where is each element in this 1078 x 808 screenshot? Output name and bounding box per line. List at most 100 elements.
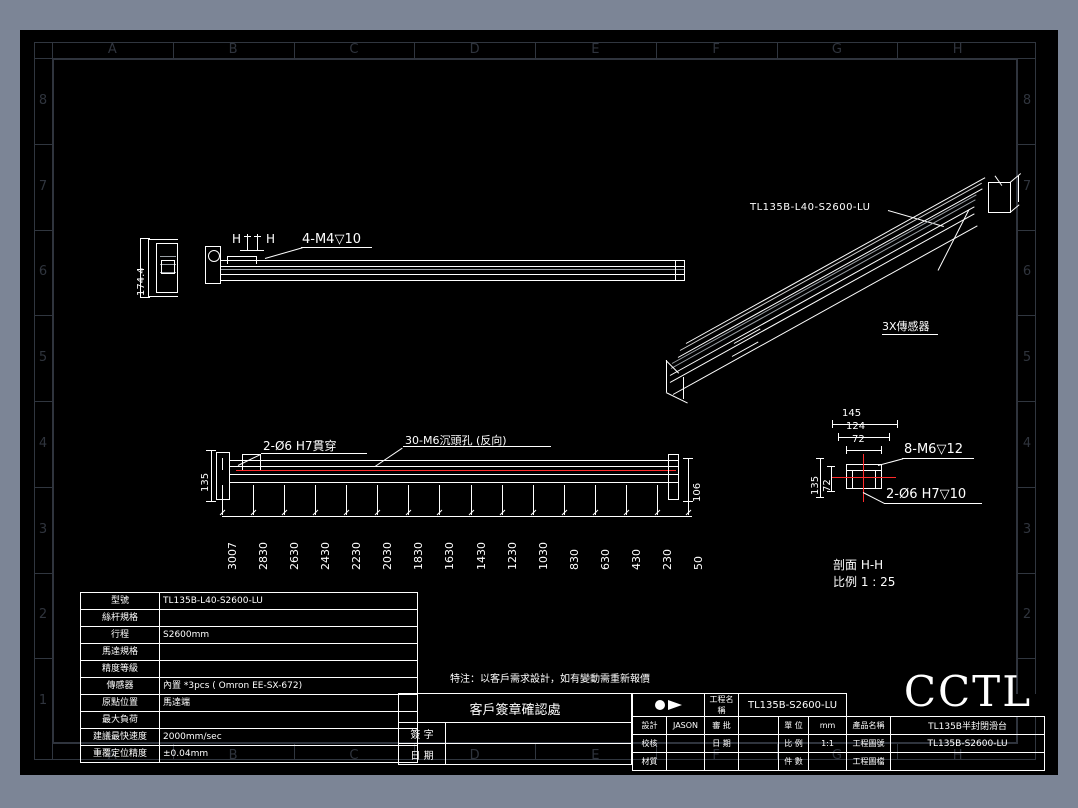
border-zone-number: 6 — [1022, 264, 1032, 280]
border-zone-number: 2 — [1022, 607, 1032, 623]
border-tick — [34, 572, 52, 574]
spec-row-value[interactable]: S2600mm — [159, 626, 418, 644]
station-dimension-label: 1630 — [443, 542, 456, 570]
special-note: 特注：以客戶需求設計，如有變動需重新報價 — [450, 674, 650, 685]
title-block-cell-c8[interactable]: TL135B半封閉滑台 — [890, 716, 1046, 735]
border-zone-number: 5 — [38, 350, 48, 366]
circle-icon — [655, 700, 666, 710]
station-dimension-label: 2430 — [319, 542, 332, 570]
spec-row-value[interactable] — [159, 643, 418, 661]
border-zone-letter: C — [349, 42, 359, 57]
spec-table-row: 傳感器內置 *3pcs ( Omron EE-SX-672) — [80, 677, 418, 695]
title-block-cell-c4[interactable] — [738, 716, 780, 735]
border-zone-number: 7 — [38, 178, 48, 194]
spec-table-row: 重覆定位精度±0.04mm — [80, 745, 418, 763]
border-zone-number: 2 — [38, 607, 48, 623]
border-zone-letter: H — [952, 42, 963, 57]
spec-row-value[interactable] — [159, 711, 418, 729]
border-zone-number: 8 — [1022, 92, 1032, 108]
section-dim-145: 145 — [842, 408, 862, 419]
extension-line — [284, 485, 285, 515]
station-dimension-label: 2030 — [381, 542, 394, 570]
spec-table-row: 最大負荷 — [80, 711, 418, 729]
spec-table-row: 馬達規格 — [80, 643, 418, 661]
extension-line — [315, 485, 316, 515]
title-block-cell-c2[interactable] — [665, 752, 706, 771]
border-zone-letter: F — [712, 42, 720, 57]
title-block-cell-c1: 設計 — [632, 716, 667, 735]
spec-row-key: 型號 — [80, 592, 160, 610]
border-tick — [34, 143, 52, 145]
spec-row-key: 原點位置 — [80, 694, 160, 712]
station-dimension-label: 630 — [599, 549, 612, 570]
title-block-cell-c1: 材質 — [632, 752, 667, 771]
spec-row-key: 馬達規格 — [80, 643, 160, 661]
border-tick — [172, 42, 174, 58]
title-block-cell-c3 — [704, 752, 740, 771]
border-tick — [1018, 658, 1036, 660]
title-block-cell-c7: 工程圖檔 — [846, 752, 892, 771]
title-block-cell-c8[interactable]: TL135B-S2600-LU — [890, 734, 1046, 753]
border-zone-letter: G — [831, 42, 842, 57]
spec-row-value[interactable]: 內置 *3pcs ( Omron EE-SX-672) — [159, 677, 418, 695]
border-tick — [1018, 401, 1036, 402]
station-dimension-label: 1430 — [475, 542, 488, 570]
extension-line — [377, 485, 378, 515]
border-tick — [535, 42, 536, 58]
title-block-cell-c4[interactable] — [738, 752, 780, 771]
title-block-cell-c8[interactable] — [890, 752, 1046, 771]
border-tick — [34, 315, 52, 317]
front-view-right-dim: 106 — [692, 482, 703, 502]
border-zone-number: 8 — [38, 92, 48, 108]
title-block-cell-c4[interactable] — [738, 734, 780, 753]
spec-row-value[interactable] — [159, 660, 418, 678]
date-row-value[interactable] — [445, 743, 632, 765]
station-dimension-label: 1830 — [412, 542, 425, 570]
spec-row-value[interactable]: ±0.04mm — [159, 745, 418, 763]
title-block-cell-c2[interactable]: JASON — [665, 716, 706, 735]
title-block-cell-c7: 工程圖號 — [846, 734, 892, 753]
section-callout-8m6: 8-M6▽12 — [904, 442, 963, 457]
project-name-value: TL135B-S2600-LU — [738, 693, 848, 717]
border-tick — [414, 42, 416, 58]
title-block-cell-c7: 產品名稱 — [846, 716, 892, 735]
section-dim-72: 72 — [852, 434, 865, 445]
title-block-cell-c6[interactable]: mm — [808, 716, 848, 735]
station-dimension-label: 1030 — [537, 542, 550, 570]
border-tick — [897, 42, 899, 58]
section-dim-124: 124 — [846, 421, 866, 432]
extension-line — [408, 485, 409, 515]
station-dimension-label: 1230 — [506, 542, 519, 570]
border-zone-letter: A — [107, 42, 117, 57]
company-logo-mark — [631, 693, 706, 717]
front-view-hole-callout-left: 2-Ø6 H7貫穿 — [263, 439, 337, 453]
border-tick — [34, 229, 52, 231]
extension-line — [439, 485, 440, 515]
spec-row-key: 精度等級 — [80, 660, 160, 678]
signature-row-label: 簽 字 — [398, 722, 446, 744]
project-name-label: 工程名稱 — [704, 693, 740, 717]
spec-row-value[interactable]: 馬達端 — [159, 694, 418, 712]
spec-table-row: 原點位置馬達端 — [80, 694, 418, 712]
spec-table-row: 絲杆規格 — [80, 609, 418, 627]
extension-line — [626, 485, 627, 515]
spec-row-value[interactable] — [159, 609, 418, 627]
title-block-cell-c5: 比 例 — [778, 734, 810, 753]
signature-row-value[interactable] — [445, 722, 632, 744]
section-view-title: 剖面 H-H — [833, 558, 884, 572]
spec-row-value[interactable]: 2000mm/sec — [159, 728, 418, 746]
section-mark-right: H — [266, 232, 276, 246]
border-tick — [1018, 58, 1036, 59]
title-block-cell-c2[interactable] — [665, 734, 706, 753]
title-block-cell-c6[interactable]: 1:1 — [808, 734, 848, 753]
title-block-cell-c6[interactable] — [808, 752, 848, 771]
signature-title: 客戶簽章確認處 — [398, 693, 632, 723]
border-tick — [1018, 486, 1036, 488]
border-zone-number: 3 — [1022, 521, 1032, 537]
extension-line — [346, 485, 347, 515]
section-view-scale: 比例 1 : 25 — [833, 575, 896, 589]
spec-row-value[interactable]: TL135B-L40-S2600-LU — [159, 592, 418, 610]
border-zone-letter: E — [591, 42, 600, 57]
